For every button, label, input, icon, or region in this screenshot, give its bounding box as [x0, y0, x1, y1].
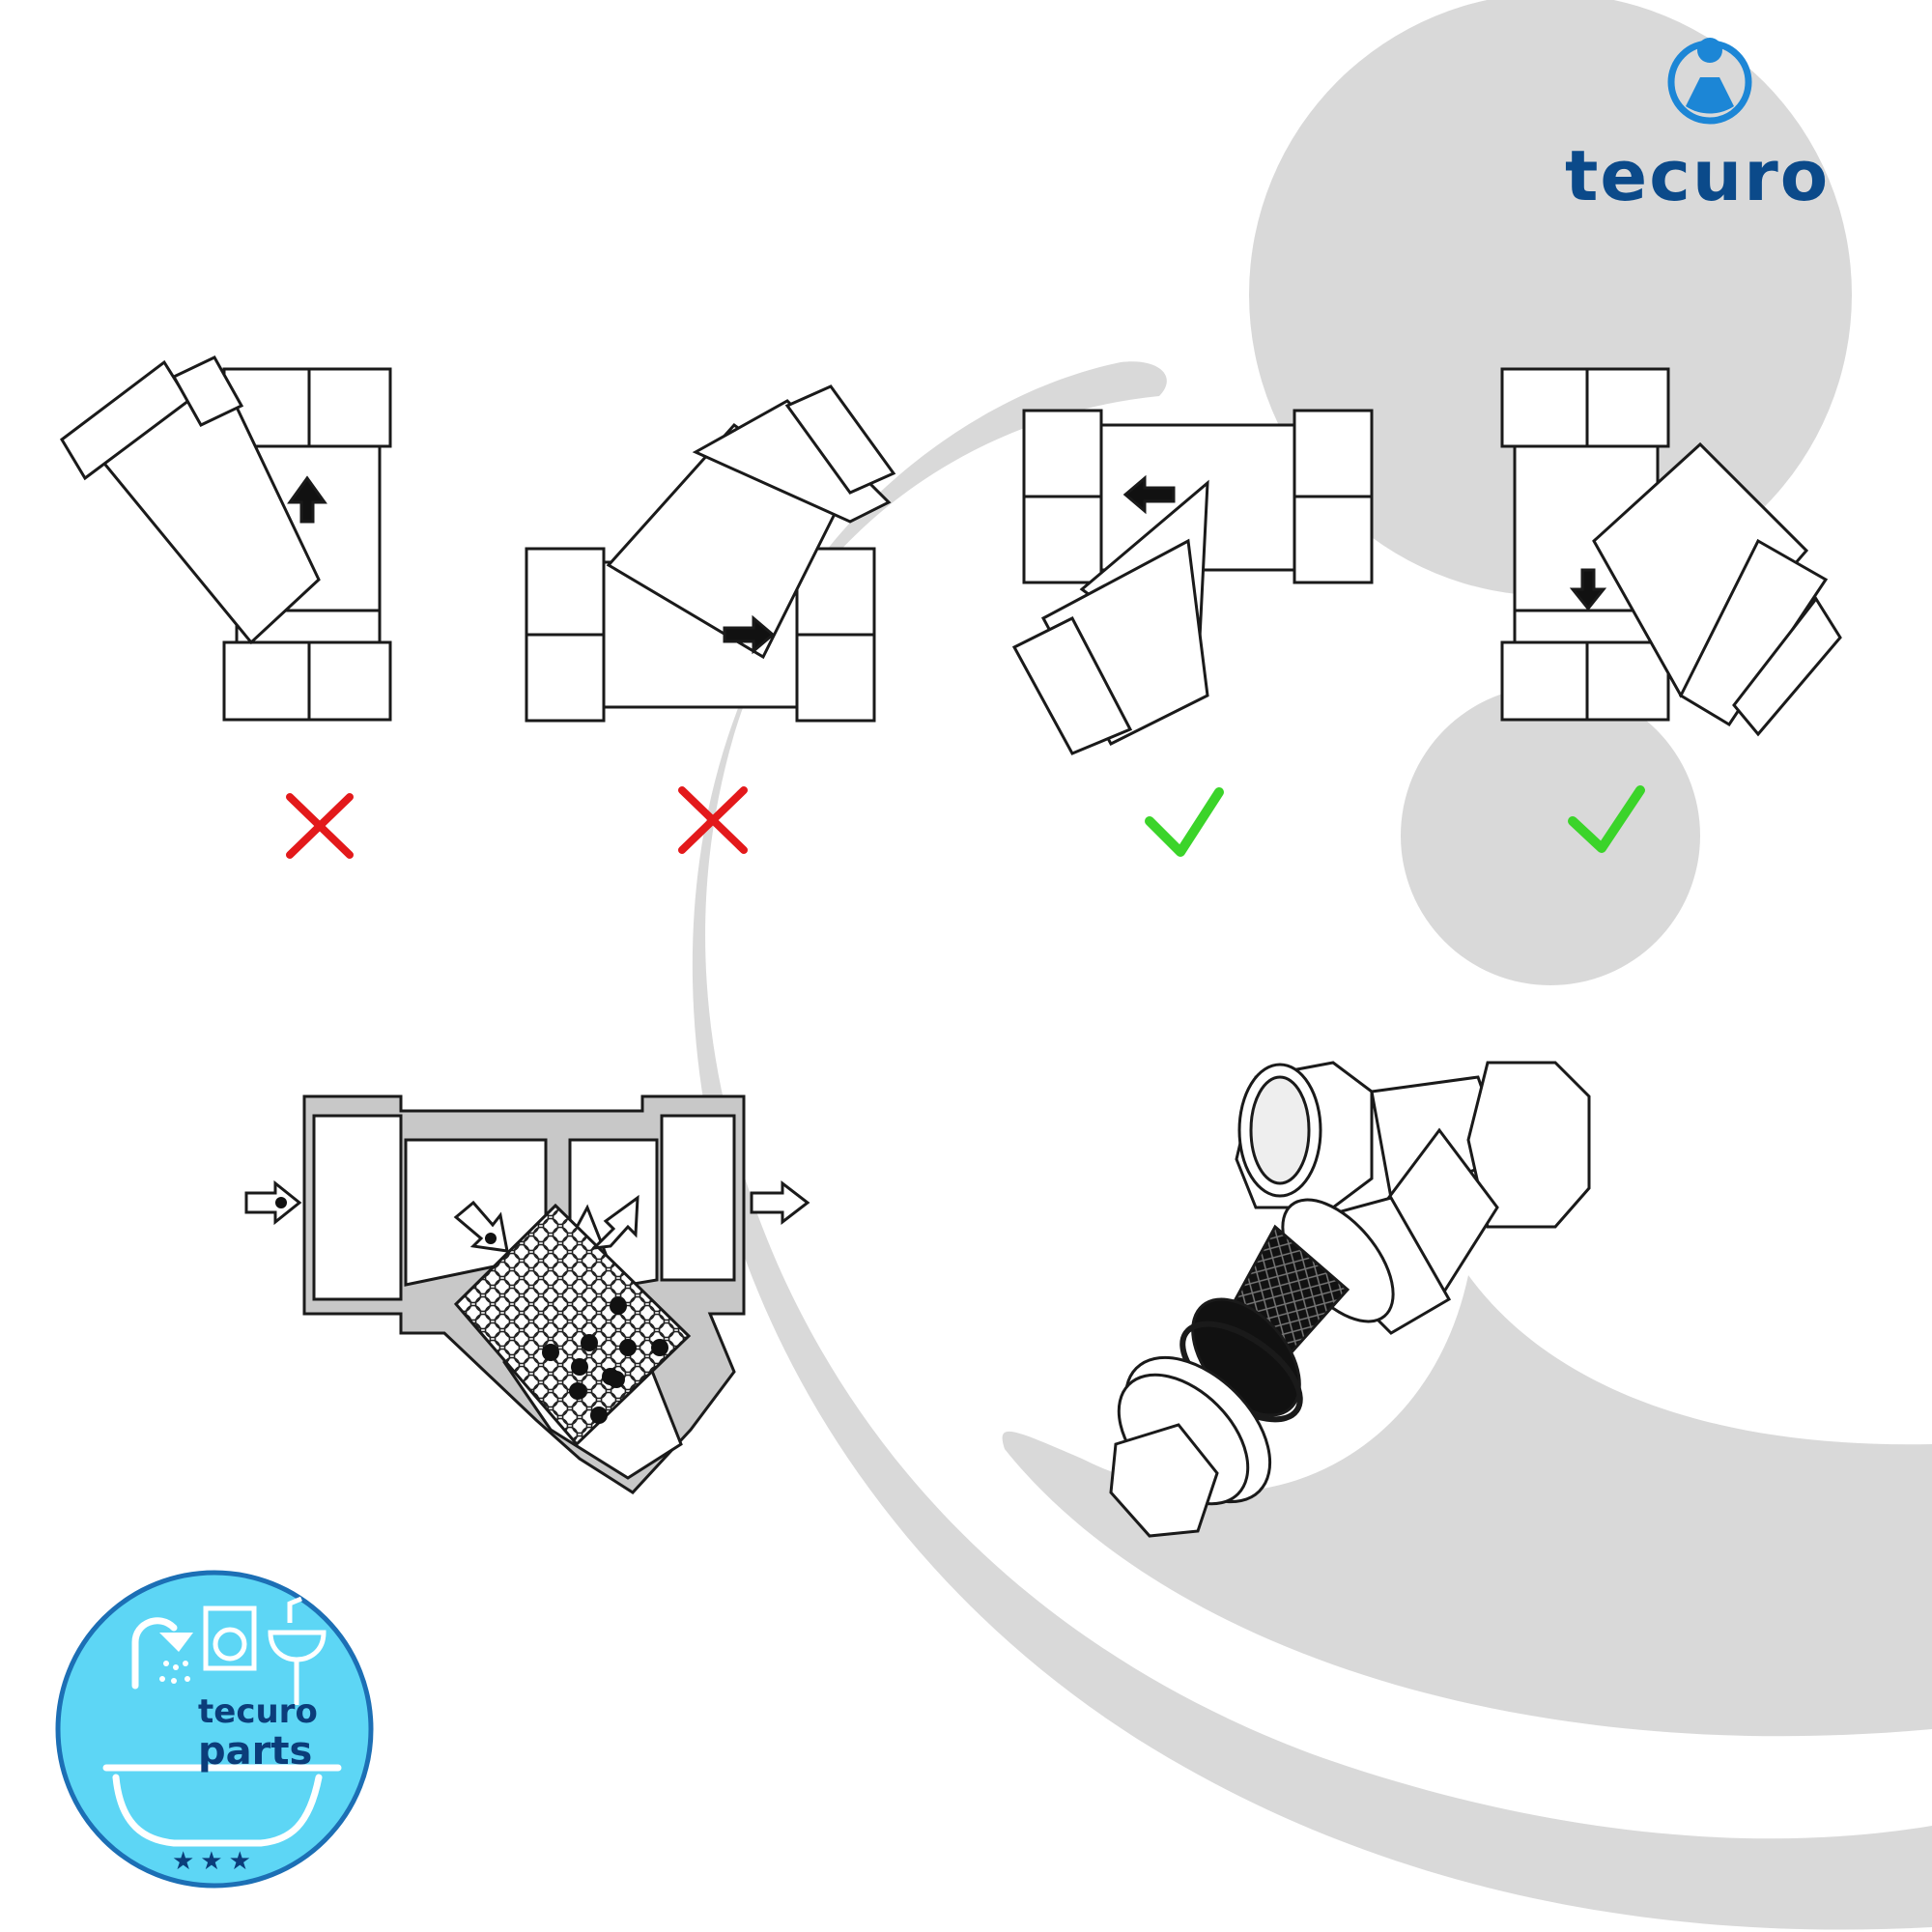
badge-line2: parts: [198, 1729, 313, 1774]
y-strainer-cross-section-icon: [244, 1094, 810, 1494]
y-strainer-exploded-icon: [1109, 1061, 1591, 1538]
brand-logo: [1667, 38, 1752, 125]
cross-icon: [286, 793, 354, 859]
installation-example-3: [1011, 409, 1374, 755]
installation-example-4: [1500, 367, 1842, 737]
badge-stars: ★★★: [172, 1847, 257, 1876]
sink-icon: [268, 1596, 327, 1705]
installation-example-2: [525, 384, 896, 723]
washing-machine-icon: [203, 1605, 257, 1671]
check-icon: [1145, 787, 1224, 857]
shower-icon: [159, 1633, 193, 1684]
tecuro-parts-badge: [55, 1570, 374, 1889]
badge-line1: tecuro: [198, 1692, 318, 1731]
bathtub-icon: [102, 1617, 342, 1847]
brand-name: tecuro: [1565, 135, 1831, 216]
installation-example-1: [60, 355, 392, 722]
verdict-row: [286, 785, 1645, 859]
background-swirl: [692, 0, 1932, 1930]
check-icon: [1568, 785, 1645, 853]
cross-icon: [678, 786, 748, 854]
